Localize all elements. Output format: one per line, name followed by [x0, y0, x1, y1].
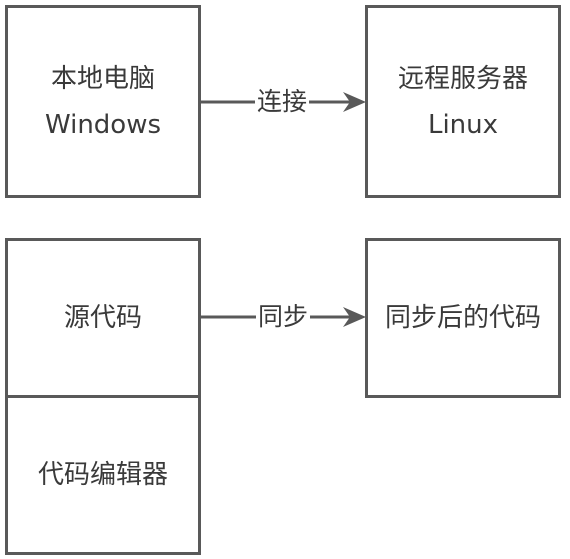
- remote-server-title: 远程服务器: [397, 63, 528, 94]
- sync-label: 同步: [256, 302, 311, 332]
- local-pc-node: 本地电脑 Windows: [5, 5, 201, 198]
- remote-server-node: 远程服务器 Linux: [365, 5, 561, 198]
- source-code-node: 源代码: [5, 238, 201, 398]
- code-editor-node: 代码编辑器: [5, 395, 201, 555]
- connect-edge: 连接: [200, 87, 368, 117]
- synced-code-node: 同步后的代码: [365, 238, 561, 398]
- local-pc-os: Windows: [44, 109, 162, 140]
- connect-label: 连接: [255, 87, 310, 117]
- code-editor-label: 代码编辑器: [37, 460, 168, 490]
- source-code-label: 源代码: [63, 303, 142, 333]
- remote-server-os: Linux: [427, 109, 499, 140]
- sync-edge: 同步: [200, 302, 368, 332]
- local-pc-title: 本地电脑: [50, 63, 155, 94]
- synced-code-label: 同步后的代码: [384, 303, 541, 333]
